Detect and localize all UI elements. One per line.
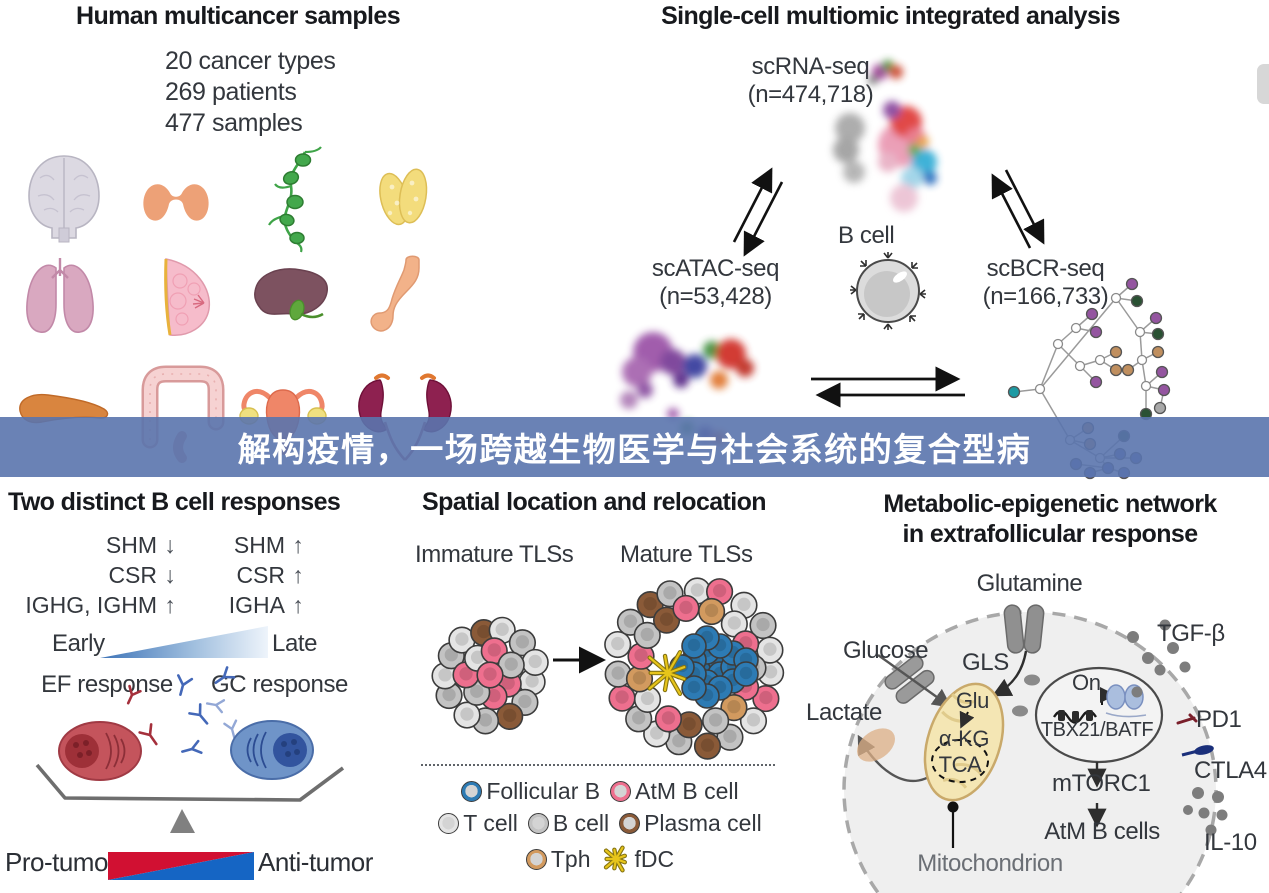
b-cell-icon [527, 813, 549, 834]
thymus-icon [379, 168, 428, 226]
follicular-b-icon [461, 781, 483, 802]
panel-title-responses: Two distinct B cell responses [8, 488, 341, 516]
legend-atm-b: AtM B cell [610, 778, 739, 805]
scrna-label: scRNA-seq [751, 53, 870, 80]
legend-b-cell: B cell [527, 810, 609, 837]
pro-anti-wedge [108, 852, 254, 880]
mature-tls-label: Mature TLSs [620, 541, 753, 568]
glutamine-label: Glutamine [976, 570, 1083, 597]
gene-row: SHM↓ [105, 532, 176, 558]
headline-text: 解构疫情，一场跨越生物医学与社会系统的复合型病 [237, 431, 1032, 468]
il10-label: IL-10 [1204, 829, 1257, 856]
scbcr-label: scBCR-seq [986, 255, 1105, 282]
nucleus-icon [1034, 666, 1164, 764]
late-label: Late [272, 630, 318, 657]
fdc-icon [603, 845, 627, 873]
on-label: On [1072, 670, 1101, 695]
exchange-arrows-horizontal [811, 366, 965, 408]
scrna-count: (n=474,718) [747, 81, 874, 108]
ef-response-label: EF response [41, 671, 173, 698]
liver-icon [254, 268, 328, 321]
gls-label: GLS [962, 649, 1009, 676]
brain-icon [28, 155, 100, 243]
exchange-arrows-left [732, 167, 784, 257]
early-late-wedge [100, 626, 268, 658]
scatac-count: (n=53,428) [659, 283, 772, 310]
legend-t-cell: T cell [438, 810, 518, 837]
legend-row: Follicular B AtM B cell [415, 778, 785, 805]
gc-response-label: GC response [211, 671, 348, 698]
anti-tumor-label: Anti-tumor [258, 847, 373, 877]
panel-title-metabolic-1: Metabolic-epigenetic network [883, 490, 1217, 518]
lactate-channel-icon [857, 728, 895, 762]
legend-tph: Tph [525, 846, 591, 873]
akg-label: α-KG [938, 726, 990, 751]
immature-tls-label: Immature TLSs [415, 541, 574, 568]
mtorc1-label: mTORC1 [1052, 770, 1151, 797]
scrna-umap [833, 60, 937, 212]
metabolic-network-graphic [842, 604, 1228, 893]
stat-cancer-types: 20 cancer types [165, 47, 336, 75]
tgfb-label: TGF-β [1157, 620, 1225, 647]
tph-icon [525, 848, 547, 870]
glu-label: Glu [955, 688, 990, 713]
gene-row: CSR↓ [108, 562, 176, 588]
panel-title-multicancer: Human multicancer samples [75, 2, 401, 30]
gene-row: CSR↑ [236, 562, 304, 588]
legend-follicular-b: Follicular B [461, 778, 600, 805]
lungs-icon [26, 258, 94, 333]
legend-fdc: fDC [601, 844, 674, 874]
exchange-arrows-right [991, 169, 1045, 249]
bcell-icon [850, 252, 926, 330]
glutamine-transporter-icon [1003, 604, 1045, 654]
stomach-icon [370, 255, 420, 332]
thyroid-icon [143, 184, 209, 221]
tbx21-batf-label: TBX21/BATF [1040, 719, 1154, 741]
atm-b-cell-icon [610, 781, 632, 802]
pd1-receptor-icon [1176, 713, 1198, 725]
panel-title-spatial: Spatial location and relocation [422, 488, 767, 516]
legend-plasma-cell: Plasma cell [619, 810, 762, 837]
legend-row: Tph fDC [415, 844, 785, 874]
bcell-label: B cell [838, 222, 895, 249]
scatac-label: scATAC-seq [651, 255, 780, 282]
lymph-nodes-icon [268, 146, 322, 253]
il10-dots-icon [1183, 787, 1228, 836]
mitochondrion-label: Mitochondrion [917, 850, 1063, 877]
breast-icon [164, 258, 211, 336]
pd1-label: PD1 [1196, 706, 1242, 733]
t-cell-icon [438, 813, 460, 834]
pro-tumor-label: Pro-tumor [5, 847, 117, 877]
ctla4-label: CTLA4 [1194, 757, 1267, 784]
glucose-label: Glucose [843, 637, 929, 664]
atm-b-cells-label: AtM B cells [1044, 818, 1160, 845]
panel-title-metabolic-2: in extrafollicular response [902, 520, 1198, 548]
stat-patients: 269 patients [165, 78, 297, 106]
stat-samples: 477 samples [165, 109, 303, 137]
tgfb-dots-icon [1127, 619, 1191, 698]
tls-clusters-graphic [431, 577, 785, 760]
ctla4-receptor-icon [1181, 745, 1214, 757]
tca-cycle-icon [931, 739, 989, 783]
gene-row: SHM↑ [233, 532, 304, 558]
plasma-cell-icon [619, 813, 641, 834]
lactate-label: Lactate [806, 699, 882, 726]
early-label: Early [52, 630, 105, 657]
headline-banner: 解构疫情，一场跨越生物医学与社会系统的复合型病 [0, 417, 1269, 477]
panel-title-multiomic: Single-cell multiomic integrated analysi… [661, 2, 1120, 30]
legend-row: T cell B cell Plasma cell [415, 810, 785, 837]
gene-row: IGHA↑ [228, 592, 304, 618]
scbcr-count: (n=166,733) [982, 283, 1109, 310]
legend-divider [421, 764, 775, 766]
tca-label: TCA [938, 752, 982, 777]
scrollbar-thumb[interactable] [1257, 64, 1269, 104]
ef-gc-balance-graphic [35, 666, 345, 833]
gene-row: IGHG, IGHM↑ [25, 592, 176, 618]
